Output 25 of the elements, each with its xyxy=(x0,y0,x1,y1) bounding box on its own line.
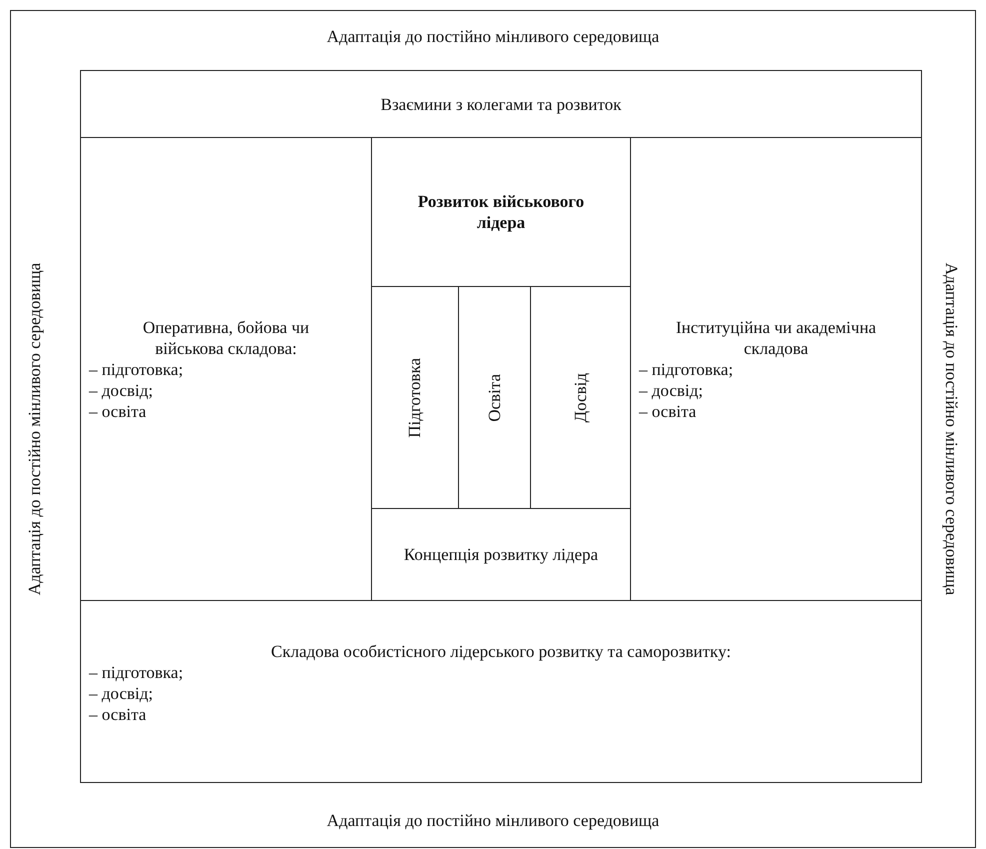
list-item: – підготовка; xyxy=(639,358,734,380)
frame-caption: Адаптація до постійно мінливого середовища xyxy=(25,262,45,596)
section-box xyxy=(80,600,922,783)
section-title: Розвиток військового лідера xyxy=(416,191,586,233)
section-title: Оперативна, бойова чи військова складова: xyxy=(142,316,310,358)
section-title: Складова особистісного лідерського розвитку та саморозвитку: xyxy=(271,641,731,662)
list-item: – досвід; xyxy=(639,380,703,400)
column-label: Досвід xyxy=(570,372,590,422)
column-label: Освіта xyxy=(484,374,504,422)
list-item: – підготовка; xyxy=(89,358,184,380)
list-item: – освіта xyxy=(89,704,146,725)
list-item: – досвід; xyxy=(89,683,153,704)
section-title: Концепція розвитку лідера xyxy=(404,544,598,565)
list-item: – підготовка; xyxy=(89,662,184,683)
section-box xyxy=(80,70,922,138)
list-item: – освіта xyxy=(639,400,696,422)
frame-caption: Адаптація до постійно мінливого середовища xyxy=(941,262,961,596)
section-title: Інституційна чи академічна складова xyxy=(674,316,878,358)
frame-caption: Адаптація до постійно мінливого середовища xyxy=(326,27,660,47)
list-item: – досвід; xyxy=(89,380,153,400)
frame-caption: Адаптація до постійно мінливого середовища xyxy=(326,811,660,831)
outer-frame xyxy=(10,10,976,848)
list-item: – освіта xyxy=(89,400,146,422)
column-label: Підготовка xyxy=(405,358,425,438)
section-title: Взаємини з колегами та розвиток xyxy=(380,94,622,114)
